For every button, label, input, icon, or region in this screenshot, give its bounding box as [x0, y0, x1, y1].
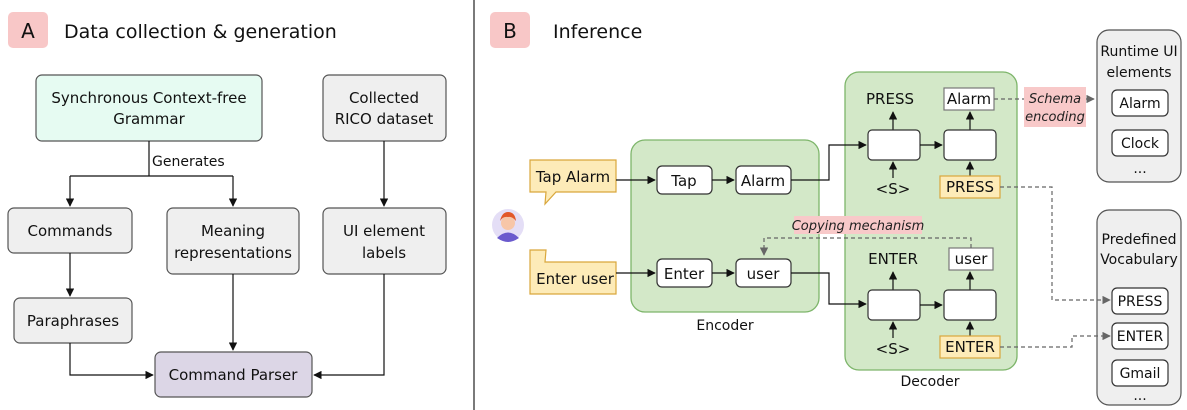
runtime-item-alarm: Alarm — [1119, 96, 1160, 112]
section-b-title: Inference — [553, 21, 642, 43]
vocabulary-title-line2: Vocabulary — [1100, 252, 1178, 268]
paraphrases-node — [13, 297, 133, 344]
decoder-input-press: PRESS — [946, 178, 994, 196]
panel-b: B Inference Encoder Decoder Tap Alarm En… — [490, 12, 1182, 406]
encoder-label: Encoder — [696, 318, 753, 334]
ui-labels-line1: UI element — [343, 222, 425, 240]
vocab-item-press-box — [1111, 287, 1169, 315]
arrow-paraphrases-to-parser — [69, 343, 154, 380]
user-avatar-icon — [492, 209, 524, 242]
decoder-output-user: user — [955, 250, 989, 268]
ui-labels-line2: labels — [362, 244, 406, 262]
decoder-start-token-2: <S> — [876, 340, 911, 358]
decoder-start-token-1: <S> — [876, 180, 911, 198]
runtime-ui-title-line1: Runtime UI — [1100, 44, 1177, 60]
arrow-labels-to-parser — [313, 274, 385, 380]
runtime-item-clock-box — [1111, 129, 1169, 157]
vocab-items-more: ... — [1133, 388, 1146, 404]
copying-arrow — [759, 237, 972, 256]
encoder-token-enter-text: Enter — [664, 265, 705, 283]
section-a-letter-bg — [8, 12, 48, 48]
commands-label: Commands — [28, 222, 113, 240]
section-b-letter-bg — [490, 12, 530, 48]
input-tap-alarm-text: Tap Alarm — [535, 168, 610, 186]
input-enter-user-text: Enter user — [536, 270, 615, 288]
decoder-cell-2a — [867, 289, 921, 321]
copying-note: Copying mechanism — [792, 219, 925, 234]
input-bubble-enter-user — [529, 249, 617, 295]
decoder-input-enter: ENTER — [945, 338, 995, 356]
enter-vocab-link — [1000, 331, 1111, 348]
decoder-cell-1a — [867, 129, 921, 161]
arrow-encoder2-to-decoder2 — [791, 272, 867, 309]
schema-note-line1: Schema — [1029, 92, 1081, 107]
command-parser-label: Command Parser — [169, 366, 299, 384]
schema-note-bg — [1024, 87, 1086, 127]
command-parser-node — [154, 351, 313, 398]
runtime-item-clock: Clock — [1121, 136, 1160, 152]
rico-label-line2: RICO dataset — [335, 110, 434, 128]
vocab-item-gmail: Gmail — [1120, 366, 1161, 382]
copying-note-bg — [794, 216, 922, 234]
meaning-node — [166, 207, 300, 275]
meaning-label-line2: representations — [174, 244, 292, 262]
section-a-title: Data collection & generation — [64, 21, 337, 43]
vocab-item-gmail-box — [1111, 359, 1169, 387]
runtime-ui-title-line2: elements — [1106, 65, 1171, 81]
panel-a: A Data collection & generation Synchrono… — [7, 12, 447, 398]
decoder-output-alarm: Alarm — [947, 90, 991, 108]
ui-labels-node — [322, 207, 447, 275]
decoder-label: Decoder — [901, 374, 960, 390]
scfg-label-line2: Grammar — [113, 110, 185, 128]
meaning-label-line1: Meaning — [201, 222, 265, 240]
decoder-output-enter: ENTER — [868, 250, 918, 268]
rico-node — [322, 74, 447, 142]
encoder-token-tap-text: Tap — [670, 172, 696, 190]
rico-label-line1: Collected — [349, 89, 419, 107]
decoder-output-press: PRESS — [866, 90, 914, 108]
encoder-token-user-text: user — [747, 265, 781, 283]
vocabulary-title-line1: Predefined — [1102, 232, 1177, 248]
scfg-node — [35, 74, 263, 142]
vocab-item-enter: ENTER — [1117, 329, 1164, 345]
vocab-item-enter-box — [1111, 322, 1169, 350]
decoder-cell-1b — [943, 129, 997, 161]
input-bubble-tap-alarm — [529, 159, 617, 206]
encoder-token-alarm-text: Alarm — [741, 172, 785, 190]
schema-note-line2: encoding — [1025, 110, 1085, 125]
paraphrases-label: Paraphrases — [27, 312, 119, 330]
scfg-label-line1: Synchronous Context-free — [51, 89, 246, 107]
runtime-item-alarm-box — [1111, 89, 1169, 117]
section-b-letter: B — [503, 19, 517, 43]
decoder-cell-2b — [943, 289, 997, 321]
arrow-encoder1-to-decoder1 — [791, 140, 867, 181]
section-a-letter: A — [21, 19, 35, 43]
press-vocab-link — [1000, 186, 1111, 305]
runtime-items-more: ... — [1133, 161, 1146, 177]
vocab-item-press: PRESS — [1118, 294, 1163, 310]
generates-label: Generates — [152, 154, 225, 170]
